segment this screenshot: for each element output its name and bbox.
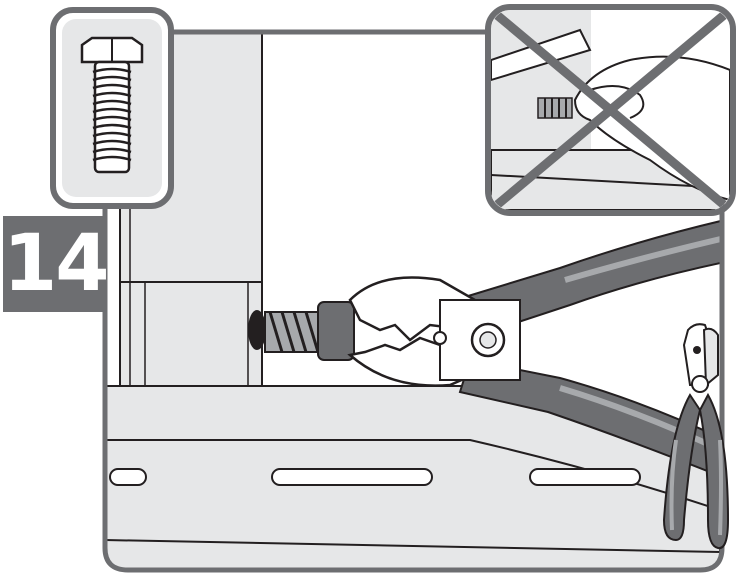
hex-bolt-icon xyxy=(80,36,144,174)
bolt-hole xyxy=(248,310,266,350)
pliers-in-use xyxy=(347,218,722,480)
step-number: 14 xyxy=(3,216,110,312)
bolt-in-rail xyxy=(264,301,355,361)
bolt-detail-panel xyxy=(50,7,174,209)
slip-joint-pliers-icon xyxy=(662,323,730,550)
wrong-method-inset xyxy=(485,4,736,216)
